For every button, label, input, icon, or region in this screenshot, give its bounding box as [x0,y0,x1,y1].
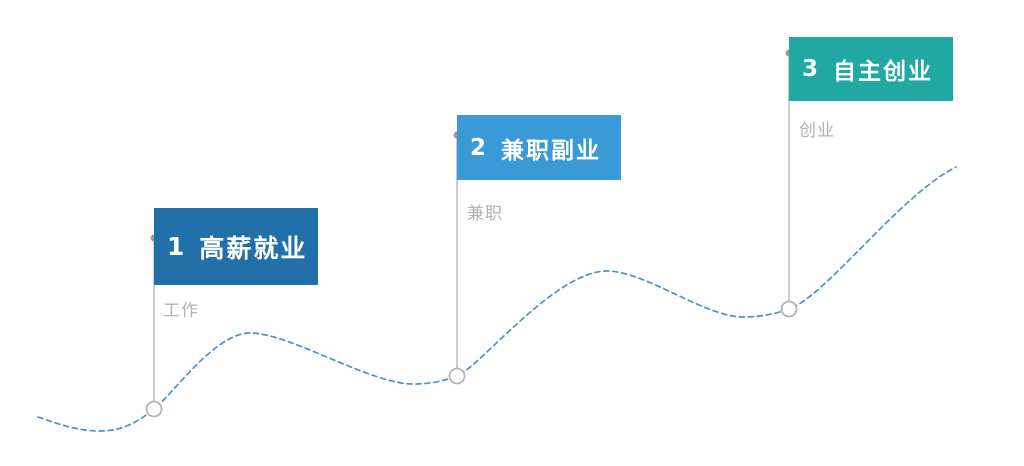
milestone-node-1 [145,400,163,418]
flag-number-3: 3 [802,56,819,82]
flag-milestone-2: 2 兼职副业 [457,115,621,180]
milestone-sublabel-2: 兼职 [467,204,503,224]
milestone-node-3 [780,300,798,318]
flag-title-2: 兼职副业 [501,137,602,164]
flag-title-1: 高薪就业 [199,233,308,263]
flag-title-3: 自主创业 [833,59,934,85]
milestone-node-2 [448,367,466,385]
flag-number-2: 2 [470,134,487,161]
milestone-sublabel-1: 工作 [163,301,199,321]
flag-milestone-1: 1 高薪就业 [154,208,318,285]
flag-number-1: 1 [167,232,185,261]
milestone-sublabel-3: 创业 [799,121,835,141]
flag-milestone-3: 3 自主创业 [789,37,953,101]
